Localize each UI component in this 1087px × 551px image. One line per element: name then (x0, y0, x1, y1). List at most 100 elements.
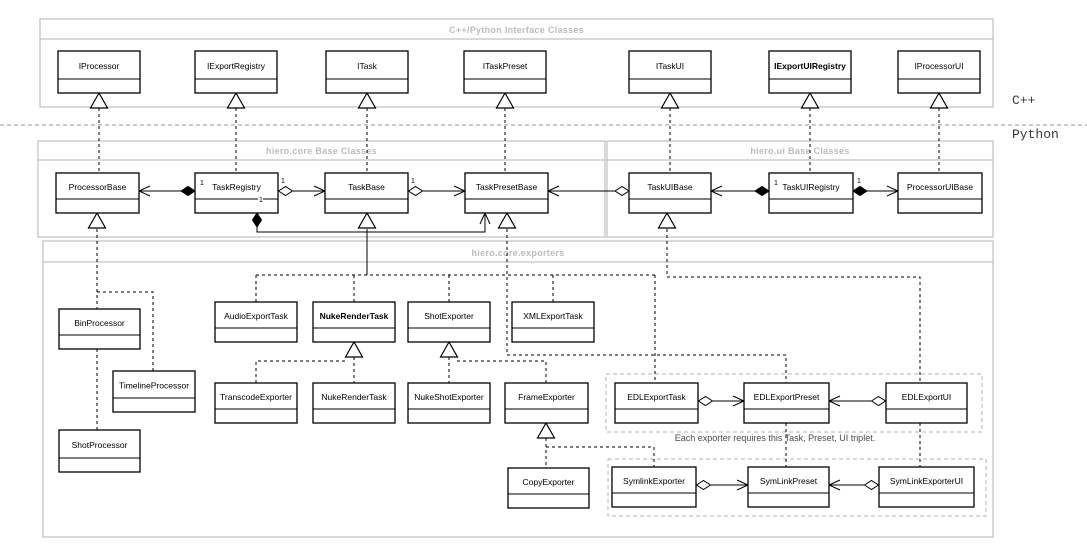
inheritance-triangle-icon (357, 211, 377, 229)
group-title-interface: C++/Python Interface Classes (449, 25, 584, 35)
class-TaskUIRegistry: TaskUIRegistry (768, 172, 854, 214)
inheritance-triangle-icon (929, 91, 949, 109)
class-TaskPresetBase: TaskPresetBase (464, 172, 549, 214)
edge (666, 229, 921, 383)
edge (256, 215, 486, 233)
class-ProcessorBase: ProcessorBase (55, 172, 140, 214)
class-name-label: TaskUIBase (647, 182, 693, 192)
class-NukeRenderTask_b: NukeRenderTask (312, 301, 396, 343)
class-name-label: ITaskUI (656, 61, 684, 71)
inheritance-triangle-icon (536, 421, 556, 439)
aggregation-diamond-icon (695, 479, 712, 491)
class-ShotExporter: ShotExporter (407, 301, 491, 343)
composition-diamond-icon (754, 185, 770, 197)
class-BinProcessor: BinProcessor (58, 308, 141, 350)
inheritance-triangle-icon (357, 91, 377, 109)
class-name-label: NukeRenderTask (321, 392, 387, 402)
class-AudioExportTask: AudioExportTask (214, 301, 298, 343)
class-name-label: CopyExporter (523, 477, 575, 487)
multiplicity-label: 1 (281, 178, 285, 185)
class-name-label: SymlinkExporter (623, 476, 685, 486)
class-ITaskPreset: ITaskPreset (463, 50, 547, 94)
class-ShotProcessor: ShotProcessor (58, 429, 141, 473)
aggregation-diamond-icon (863, 479, 880, 491)
edge (506, 229, 787, 383)
group-exporters: hiero.core.exporters (42, 240, 994, 538)
inheritance-triangle-icon (660, 91, 680, 109)
class-CopyExporter: CopyExporter (507, 467, 590, 509)
cpp-region-label: C++ (1012, 93, 1036, 108)
inheritance-triangle-icon (657, 211, 677, 229)
class-name-label: ITaskPreset (483, 61, 528, 71)
multiplicity-label: 1 (857, 178, 861, 185)
multiplicity-label: 1 (200, 180, 204, 187)
class-SymLinkPreset: SymLinkPreset (747, 466, 830, 508)
class-TranscodeExporter: TranscodeExporter (214, 382, 298, 424)
class-name-label: ShotProcessor (72, 440, 128, 450)
class-TaskUIBase: TaskUIBase (628, 172, 712, 214)
class-SymLinkExporterUI: SymLinkExporterUI (878, 466, 975, 508)
inheritance-triangle-icon (87, 211, 107, 229)
class-name-label: FrameExporter (518, 392, 575, 402)
class-IProcessorUI: IProcessorUI (897, 50, 981, 94)
class-IExportUIRegistry: IExportUIRegistry (768, 50, 852, 94)
class-name-label: ProcessorBase (69, 182, 127, 192)
inheritance-triangle-icon (800, 91, 820, 109)
aggregation-diamond-icon (614, 185, 630, 197)
class-ProcessorUIBase: ProcessorUIBase (897, 172, 983, 214)
edge (546, 446, 655, 467)
inheritance-triangle-icon (226, 91, 246, 109)
multiplicity-label: 1 (411, 178, 415, 185)
inheritance-triangle-icon (344, 340, 364, 358)
composition-diamond-icon (251, 212, 263, 228)
group-ui: hiero.ui Base Classes (606, 140, 994, 238)
class-name-label: TaskPresetBase (476, 182, 538, 192)
class-ITask: ITask (325, 50, 409, 94)
inheritance-triangle-icon (497, 211, 517, 229)
class-name-label: EDLExportPreset (754, 392, 820, 402)
python-region-label: Python (1012, 127, 1059, 142)
class-name-label: AudioExportTask (224, 311, 289, 321)
class-name-label: SymLinkPreset (760, 476, 818, 486)
group-title-core: hiero.core Base Classes (266, 146, 377, 156)
class-name-label: XMLExportTask (523, 311, 583, 321)
class-name-label: ProcessorUIBase (907, 182, 973, 192)
group-interface: C++/Python Interface Classes (39, 18, 994, 108)
edge (255, 360, 345, 383)
class-name-label: EDLExportTask (627, 392, 686, 402)
class-name-label: TranscodeExporter (220, 392, 292, 402)
class-IExportRegistry: IExportRegistry (194, 50, 278, 94)
class-TimelineProcessor: TimelineProcessor (112, 370, 196, 413)
class-XMLExportTask: XMLExportTask (511, 301, 595, 343)
class-name-label: IExportUIRegistry (774, 61, 846, 71)
class-name-label: TaskUIRegistry (782, 182, 840, 192)
group-title-exporters: hiero.core.exporters (471, 248, 564, 258)
aggregation-diamond-icon (697, 395, 714, 407)
class-name-label: NukeShotExporter (414, 392, 484, 402)
class-name-label: SymLinkExporterUI (890, 476, 963, 486)
aggregation-diamond-icon (407, 185, 424, 197)
class-name-label: IExportRegistry (207, 61, 266, 71)
class-name-label: EDLExportUI (902, 392, 952, 402)
class-name-label: TimelineProcessor (119, 381, 189, 391)
class-name-label: TaskBase (348, 182, 385, 192)
composition-diamond-icon (180, 185, 196, 197)
edge (97, 291, 154, 371)
edge (457, 360, 547, 383)
multiplicity-label: 1 (774, 180, 778, 187)
class-EDLExportUI: EDLExportUI (885, 382, 968, 424)
class-name-label: ShotExporter (424, 311, 474, 321)
composition-diamond-icon (852, 185, 868, 197)
class-SymlinkExporter: SymlinkExporter (611, 466, 697, 508)
class-IProcessor: IProcessor (57, 50, 141, 94)
aggregation-diamond-icon (870, 395, 887, 407)
multiplicity-label: 1 (259, 197, 263, 204)
class-NukeRenderTask: NukeRenderTask (312, 382, 396, 424)
class-EDLExportPreset: EDLExportPreset (743, 382, 830, 424)
inheritance-triangle-icon (89, 91, 109, 109)
class-NukeShotExporter: NukeShotExporter (407, 382, 491, 424)
class-name-label: BinProcessor (74, 318, 125, 328)
class-FrameExporter: FrameExporter (504, 382, 589, 424)
